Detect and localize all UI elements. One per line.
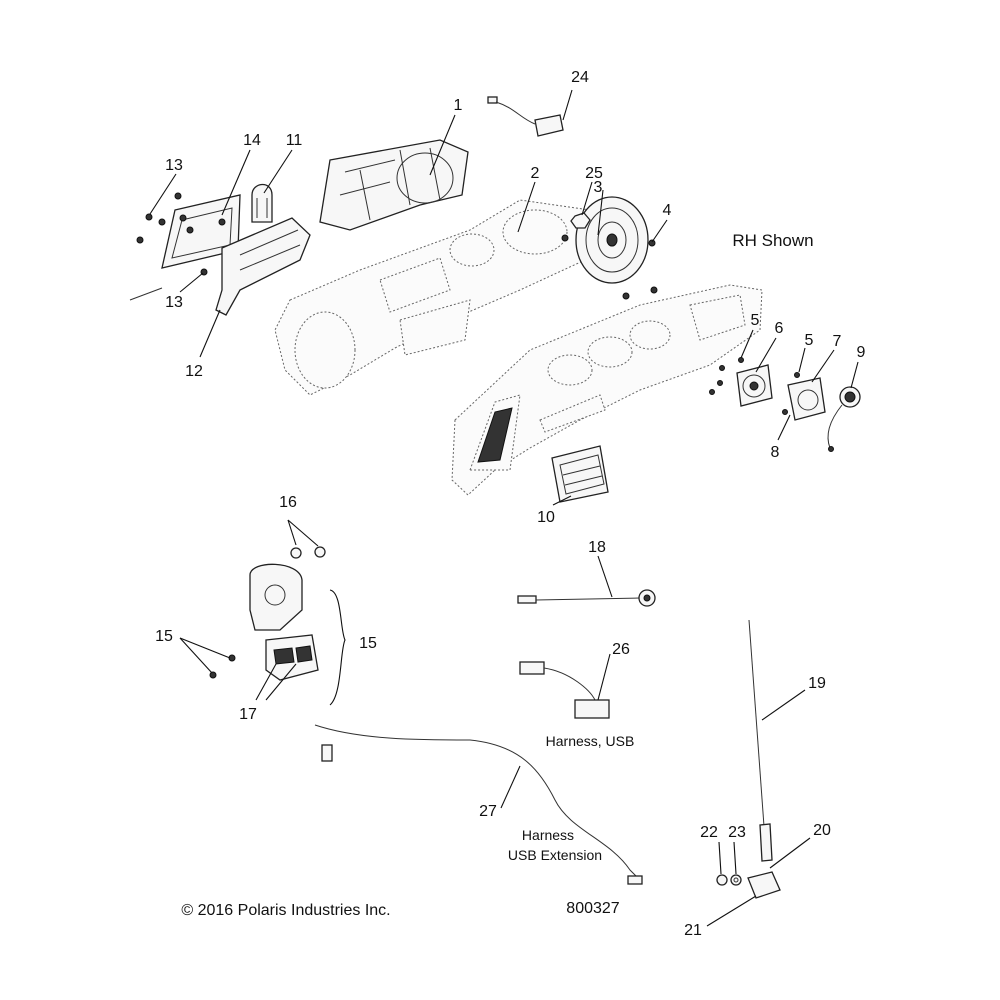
callout-13a: 13 bbox=[165, 157, 183, 174]
callout-12: 12 bbox=[185, 363, 203, 380]
callout-2: 2 bbox=[531, 165, 540, 182]
bracket-15-brace bbox=[329, 589, 346, 706]
callout-23: 23 bbox=[728, 824, 746, 841]
callout-27: 27 bbox=[479, 803, 497, 820]
part-22-nut bbox=[716, 874, 728, 886]
part-11-clip bbox=[251, 183, 273, 223]
part-23-washer bbox=[730, 874, 742, 886]
callout-14: 14 bbox=[243, 132, 261, 149]
callout-17: 17 bbox=[239, 706, 257, 723]
part-15-screws bbox=[209, 654, 236, 679]
callout-22: 22 bbox=[700, 824, 718, 841]
callout-20: 20 bbox=[813, 822, 831, 839]
part-3-speaker bbox=[575, 196, 649, 284]
callout-25: 25 bbox=[585, 165, 603, 182]
part-25-nut bbox=[570, 212, 591, 229]
part-24-sensor bbox=[487, 96, 564, 137]
part-9-gauge-ring bbox=[827, 386, 861, 452]
part-15-bracket bbox=[249, 563, 303, 631]
callout-15a: 15 bbox=[155, 628, 173, 645]
callout-7: 7 bbox=[833, 333, 842, 350]
diagram-number: 800327 bbox=[566, 900, 619, 917]
part-12-bracket bbox=[215, 217, 311, 316]
part-10-tray bbox=[551, 445, 609, 503]
callout-26: 26 bbox=[612, 641, 630, 658]
part-27-usb-extension bbox=[314, 724, 643, 885]
callout-4: 4 bbox=[663, 202, 672, 219]
callout-numbers: 1 2 3 4 5 5 6 7 8 9 10 11 12 13 13 14 15… bbox=[155, 69, 865, 939]
harness-extension-caption-line2: USB Extension bbox=[508, 847, 602, 863]
callout-9: 9 bbox=[857, 344, 866, 361]
part-7-gauge-bracket bbox=[787, 377, 826, 421]
part-17-usb-module bbox=[265, 634, 319, 681]
callout-8: 8 bbox=[771, 444, 780, 461]
callout-19: 19 bbox=[808, 675, 826, 692]
part-4-screws bbox=[561, 234, 658, 300]
part-1-dash-housing bbox=[319, 139, 469, 231]
callout-15b: 15 bbox=[359, 635, 377, 652]
callout-24: 24 bbox=[571, 69, 589, 86]
callout-18: 18 bbox=[588, 539, 606, 556]
callout-21: 21 bbox=[684, 922, 702, 939]
callout-3: 3 bbox=[594, 179, 603, 196]
callout-10: 10 bbox=[537, 509, 555, 526]
copyright-notice: © 2016 Polaris Industries Inc. bbox=[181, 902, 390, 919]
main-dash-panel bbox=[451, 284, 763, 496]
part-26-usb-harness bbox=[519, 661, 610, 719]
callout-13b: 13 bbox=[165, 294, 183, 311]
part-21-antenna-base bbox=[747, 871, 781, 899]
callout-16: 16 bbox=[279, 494, 297, 511]
callout-11: 11 bbox=[286, 132, 303, 149]
callout-6: 6 bbox=[775, 320, 784, 337]
part-2-dash-panel bbox=[274, 199, 591, 396]
callout-5b: 5 bbox=[805, 332, 814, 349]
harness-usb-caption: Harness, USB bbox=[546, 733, 635, 749]
leader-lines bbox=[149, 89, 859, 927]
part-13-screws bbox=[129, 192, 208, 301]
part-16-bolts bbox=[290, 546, 326, 559]
callout-1: 1 bbox=[454, 97, 463, 114]
part-5-screws bbox=[709, 357, 800, 415]
part-19-antenna-mast bbox=[748, 619, 773, 862]
rh-shown-note: RH Shown bbox=[732, 231, 813, 250]
part-18-antenna-cable bbox=[517, 589, 656, 607]
part-6-gauge-bezel bbox=[736, 364, 773, 407]
harness-extension-caption-line1: Harness bbox=[522, 827, 574, 843]
callout-5a: 5 bbox=[751, 312, 760, 329]
